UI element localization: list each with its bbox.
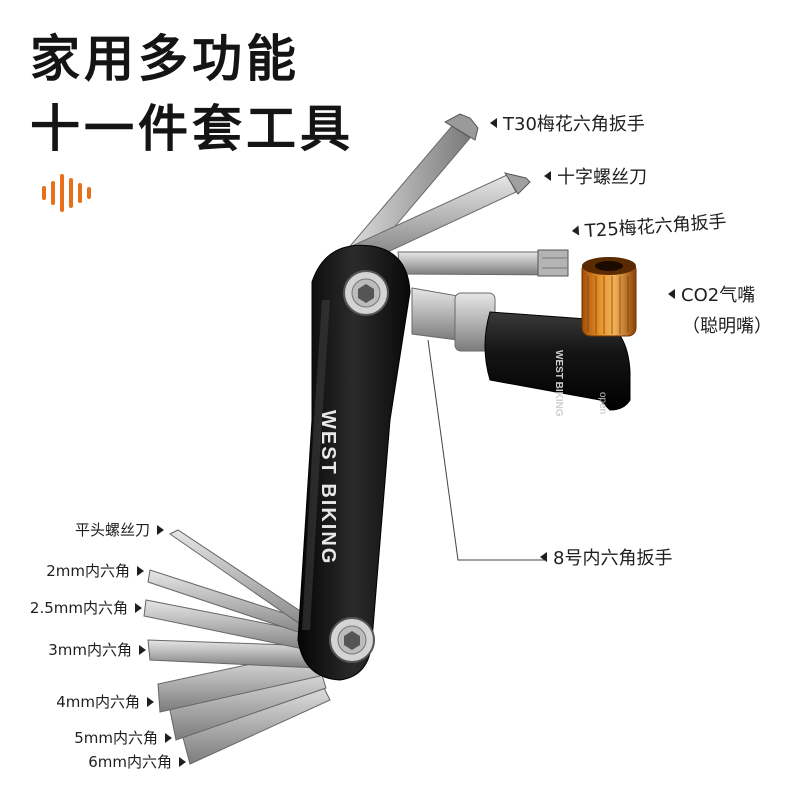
nozzle-open-text: open <box>597 392 608 414</box>
arrow-right-icon <box>179 756 186 767</box>
arrow-right-icon <box>147 696 154 707</box>
arrow-left-icon <box>540 552 547 562</box>
arrow-right-icon <box>135 602 142 613</box>
sound-wave-icon <box>42 174 94 212</box>
label-phillips: 十字螺丝刀 <box>544 169 647 187</box>
headline-line-1: 家用多功能 <box>30 30 300 88</box>
headline-line-2: 十一件套工具 <box>30 100 354 158</box>
label-flathead: 平头螺丝刀 <box>75 523 164 538</box>
label-t30-text: T30梅花六角扳手 <box>503 114 645 135</box>
label-hex-2mm-text: 2mm内六角 <box>46 562 130 580</box>
lower-key-fan <box>143 529 331 765</box>
label-hex-5mm-text: 5mm内六角 <box>74 729 158 747</box>
label-co2-sub: （聪明嘴） <box>682 316 772 337</box>
label-t30: T30梅花六角扳手 <box>490 116 645 134</box>
label-phillips-text: 十字螺丝刀 <box>557 167 647 188</box>
label-hex-6mm-text: 6mm内六角 <box>88 753 172 771</box>
arrow-right-icon <box>165 732 172 743</box>
label-hex8: 8号内六角扳手 <box>540 550 672 568</box>
arrow-left-icon <box>544 171 551 181</box>
arrow-right-icon <box>139 644 146 655</box>
label-flathead-text: 平头螺丝刀 <box>74 521 150 539</box>
co2-nozzle: WEST BIKING open <box>484 257 637 417</box>
label-hex-2-5mm-text: 2.5mm内六角 <box>29 599 128 617</box>
tool-body: WEST BIKING <box>297 244 411 681</box>
label-co2-text: CO2气嘴 <box>681 285 756 306</box>
label-hex-5mm: 5mm内六角 <box>74 731 172 746</box>
label-hex-4mm: 4mm内六角 <box>56 695 154 710</box>
nozzle-brand-text: WEST BIKING <box>553 350 564 417</box>
label-hex-2mm: 2mm内六角 <box>46 564 144 579</box>
brand-logo-text: WEST BIKING <box>317 410 339 565</box>
label-co2: CO2气嘴 <box>668 287 755 305</box>
arrow-left-icon <box>571 225 580 236</box>
hex-8mm-bit <box>411 287 459 341</box>
label-hex-4mm-text: 4mm内六角 <box>56 693 140 711</box>
hex8-leader-line <box>427 339 546 561</box>
label-hex8-text: 8号内六角扳手 <box>553 548 673 569</box>
arrow-left-icon <box>668 289 675 299</box>
arrow-left-icon <box>490 118 497 128</box>
label-hex-2-5mm: 2.5mm内六角 <box>30 601 142 616</box>
t25-torx-bit <box>397 249 569 277</box>
label-hex-3mm-text: 3mm内六角 <box>48 641 132 659</box>
arrow-right-icon <box>157 524 164 535</box>
label-hex-3mm: 3mm内六角 <box>48 643 146 658</box>
label-hex-6mm: 6mm内六角 <box>88 755 186 770</box>
arrow-right-icon <box>137 565 144 576</box>
